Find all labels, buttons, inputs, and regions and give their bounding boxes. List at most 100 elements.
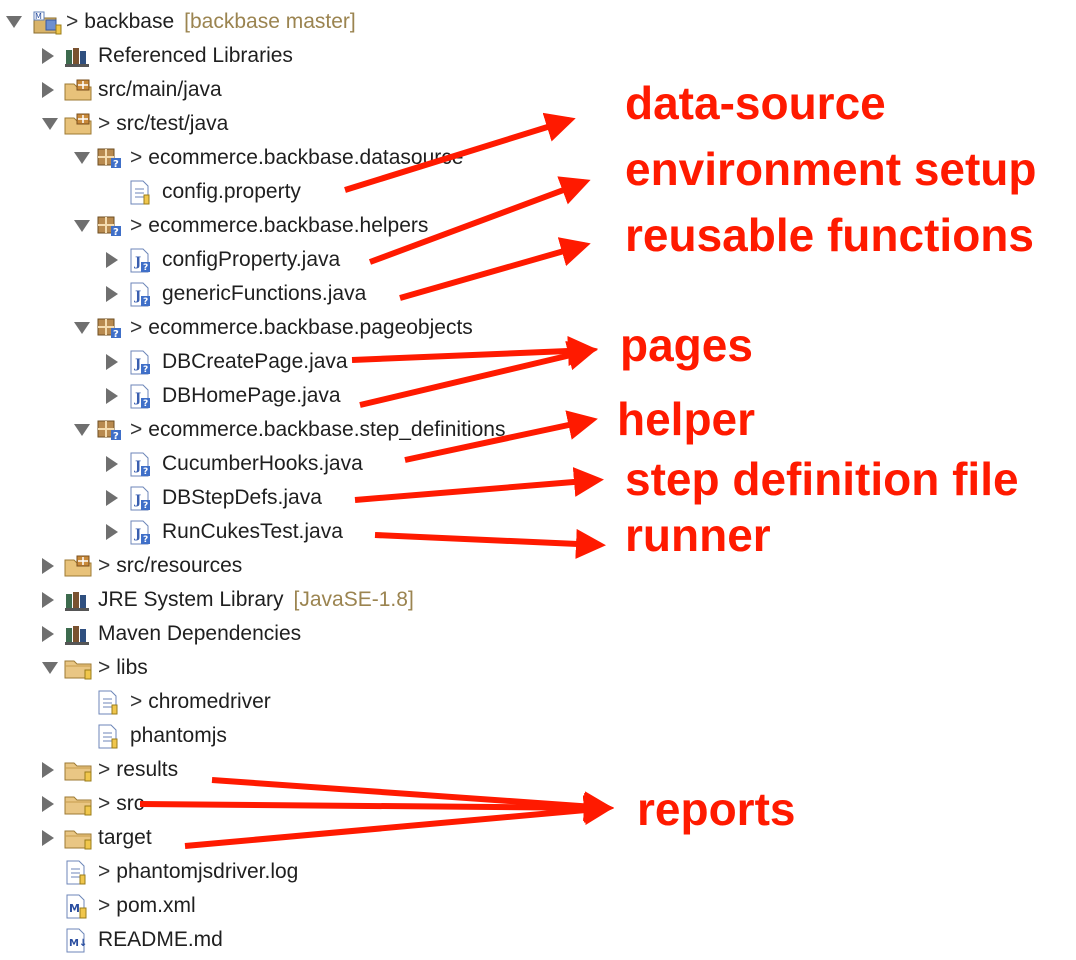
tree-row[interactable]: J?RunCukesTest.java [0,515,600,549]
expand-toggle-icon[interactable] [106,388,118,404]
expand-toggle-icon[interactable] [106,354,118,370]
tree-label: >pom.xml [98,894,196,918]
annotation-reusable-functions: reusable functions [625,209,1034,261]
package-icon: ? [96,146,122,170]
expand-toggle-icon[interactable] [106,252,118,268]
library-icon [64,622,90,646]
collapse-toggle-icon[interactable] [74,424,90,436]
item-name: DBStepDefs.java [162,486,322,509]
tree-label: src/main/java [98,78,222,102]
expand-toggle-icon[interactable] [106,456,118,472]
decorator: > [130,146,143,169]
tree-row[interactable]: J? DBStepDefs.java [0,481,600,515]
expand-toggle-icon[interactable] [42,762,54,778]
tree-row[interactable]: >src [0,787,600,821]
item-name: configProperty.java [162,248,341,271]
tree-row[interactable]: J? genericFunctions.java [0,277,600,311]
tree-row[interactable]: J? DBHomePage.java [0,379,600,413]
tree-row[interactable]: M >pom.xml [0,889,600,923]
java-file-icon: J? [128,486,154,511]
tree-label: Maven Dependencies [98,622,301,646]
java-file-icon: J? [128,248,154,273]
expand-toggle-icon[interactable] [42,830,54,846]
tree-label: DBHomePage.java [162,384,341,408]
package-icon: ? [96,418,122,442]
java-file-icon: J? [128,350,154,375]
annotation-pages: pages [620,319,753,371]
tree-row[interactable]: Referenced Libraries [0,39,600,73]
decorator: > [98,894,111,917]
expand-toggle-icon[interactable] [42,796,54,812]
tree-row[interactable]: >src/resources [0,549,600,583]
item-name: phantomjs [130,724,227,747]
svg-text:?: ? [143,535,148,545]
item-name: Referenced Libraries [98,44,293,67]
tree-row[interactable]: src/main/java [0,73,600,107]
expand-toggle-icon[interactable] [42,48,54,64]
expand-toggle-icon[interactable] [42,626,54,642]
tree-label: >chromedriver [130,690,271,714]
decorator: > [98,758,111,781]
tree-label: >src [98,792,144,816]
expand-toggle-icon[interactable] [6,16,22,28]
java-file-icon: J? [128,384,154,409]
tree-row[interactable]: ?>ecommerce.backbase.datasource [0,141,600,175]
tree-row[interactable]: ?>ecommerce.backbase.pageobjects [0,311,600,345]
tree-label: genericFunctions.java [162,282,366,306]
tree-row[interactable]: >chromedriver [0,685,600,719]
expand-toggle-icon[interactable] [42,592,54,608]
tree-row[interactable]: JRE System Library[JavaSE-1.8] [0,583,600,617]
tree-row[interactable]: M↓README.md [0,923,600,957]
expand-toggle-icon[interactable] [42,82,54,98]
maven-file-icon: M [64,894,90,919]
item-name: CucumberHooks.java [162,452,363,475]
svg-text:?: ? [143,297,148,307]
collapse-toggle-icon[interactable] [74,152,90,164]
collapse-toggle-icon[interactable] [42,662,58,674]
package-icon: ? [96,316,122,340]
item-name: src/test/java [116,112,229,135]
tree-row[interactable]: config.property [0,175,600,209]
expand-toggle-icon[interactable] [106,490,118,506]
tree-label: >src/test/java [98,112,228,136]
library-icon [64,588,90,612]
collapse-toggle-icon[interactable] [74,220,90,232]
java-file-icon: J? [128,520,154,545]
decorator: > [98,656,111,679]
tree-row[interactable]: >results [0,753,600,787]
tree-row[interactable]: J? configProperty.java [0,243,600,277]
item-name: chromedriver [148,690,271,713]
folder-icon [64,758,92,782]
tree-label: README.md [98,928,223,952]
expand-toggle-icon[interactable] [106,286,118,302]
java-file-icon: J? [128,282,154,307]
tree-label: DBStepDefs.java [162,486,322,510]
item-name: Maven Dependencies [98,622,302,645]
tree-row[interactable]: >libs [0,651,600,685]
tree-row[interactable]: target [0,821,600,855]
tree-row[interactable]: J?CucumberHooks.java [0,447,600,481]
file-icon [96,724,122,749]
tree-row[interactable]: Maven Dependencies [0,617,600,651]
tree-row[interactable]: J? DBCreatePage.java [0,345,600,379]
svg-text:J: J [134,459,141,474]
collapse-toggle-icon[interactable] [74,322,90,334]
decorator: > [98,112,111,135]
expand-toggle-icon[interactable] [42,558,54,574]
tree-row[interactable]: >src/test/java [0,107,600,141]
expand-toggle-icon[interactable] [106,524,118,540]
tree-row[interactable]: ? >ecommerce.backbase.step_definitions [0,413,600,447]
tree-row[interactable]: phantomjs [0,719,600,753]
item-name: DBCreatePage.java [162,350,348,373]
item-name: results [116,758,179,781]
tree-row[interactable]: ?>ecommerce.backbase.helpers [0,209,600,243]
source-folder-icon [64,112,92,136]
tree-row[interactable]: >phantomjsdriver.log [0,855,600,889]
item-extra: [JavaSE-1.8] [293,588,414,611]
decorator: > [98,792,111,815]
tree-row-root[interactable]: M >backbase[backbase master] [0,5,500,39]
collapse-toggle-icon[interactable] [42,118,58,130]
tree-label: phantomjs [130,724,227,748]
decorator: > [98,554,111,577]
tree-label: >ecommerce.backbase.step_definitions [130,418,505,442]
